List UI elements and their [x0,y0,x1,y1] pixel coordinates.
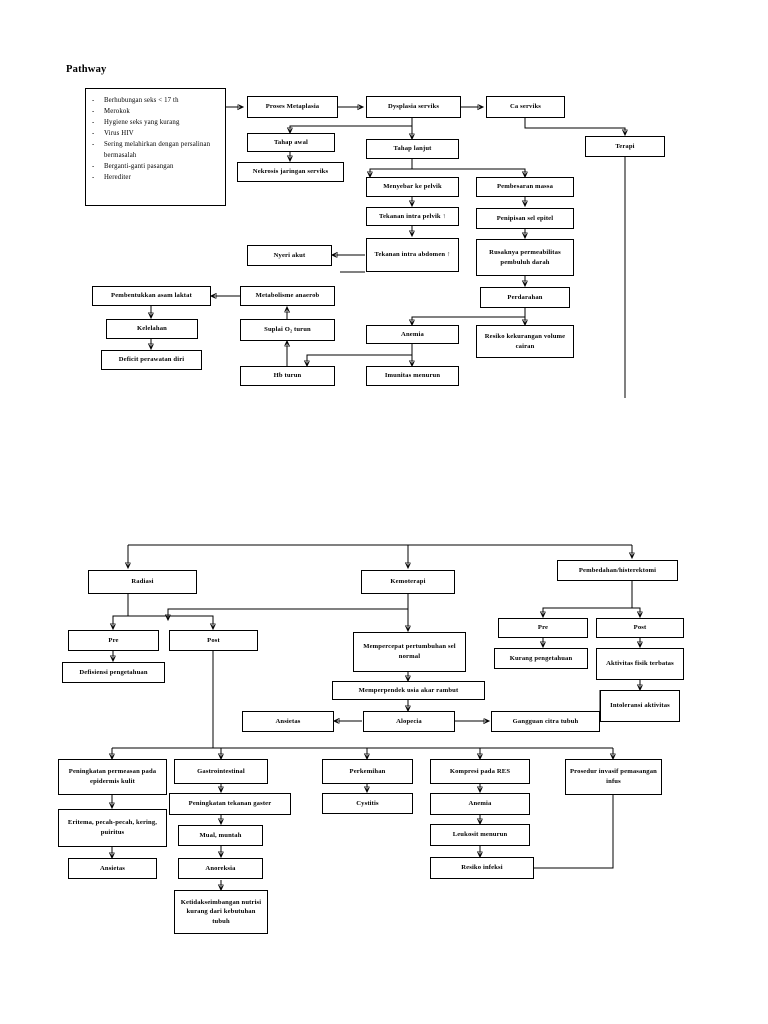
node-alopecia: Alopecia [363,711,455,732]
node-perdarahan: Perdarahan [480,287,570,308]
node-leukosit-menurun: Leukosit menurun [430,824,530,846]
page-title: Pathway [66,64,107,75]
node-defisiensi-pengetahuan: Defisiensi pengetahuan [62,662,165,683]
node-aktivitas-fisik-terbatas: Aktivitas fisik terbatas [596,648,684,680]
node-bedah-pre: Pre [498,618,588,638]
node-tekanan-intra-abdomen: Tekanan intra abdomen ↑ [366,238,459,272]
node-suplai-o2-turun: Suplai O₂ turun [240,319,335,341]
node-pembedahan-histerektomi: Pembedahan/histerektomi [557,560,678,581]
node-kompresi-pada-res: Kompresi pada RES [430,759,530,784]
node-eritema: Eritema, pecah-pecah, kering, puiritus [58,809,167,847]
node-dysplasia-serviks: Dysplasia serviks [366,96,461,118]
node-peningkatan-permeasan-epidermis: Peningkatan permeasan pada epidermis kul… [58,759,167,795]
node-gangguan-citra-tubuh: Gangguan citra tubuh [491,711,600,732]
list-item: -Virus HIV [92,130,134,137]
node-tahap-lanjut: Tahap lanjut [366,139,459,159]
node-pembesaran-massa: Pembesaran massa [476,177,574,197]
node-kurang-pengetahuan: Kurang pengetahuan [494,648,588,669]
node-proses-metaplasia: Proses Metaplasia [247,96,338,118]
node-resiko-infeksi: Resiko infeksi [430,857,534,879]
node-ansietas-kulit: Ansietas [68,858,157,879]
node-radiasi: Radiasi [88,570,197,594]
list-item: -Hygiene seks yang kurang [92,119,180,126]
node-memperpendek-usia-akar-rambut: Memperpendek usia akar rambut [332,681,485,700]
node-deficit-perawatan-diri: Deficit perawatan diri [101,350,202,370]
node-kemoterapi: Kemoterapi [361,570,455,594]
list-item: -Berganti-ganti pasangan [92,163,174,170]
node-kelelahan: Kelelahan [106,319,198,339]
node-prosedur-invasif: Prosedur invasif pemasangan infus [565,759,662,795]
node-mempercepat-pertumbuhan-sel-normal: Mempercepat pertumbuhan sel normal [353,632,466,672]
node-nekrosis-jaringan-serviks: Nekrosis jaringan serviks [237,162,344,182]
risk-factors-box: -Berhubungan seks < 17 th -Merokok -Hygi… [85,88,226,206]
node-intoleransi-aktivitas: Intoleransi aktivitas [600,690,680,722]
node-terapi: Terapi [585,136,665,157]
node-peningkatan-tekanan-gaster: Peningkatan tekanan gaster [169,793,291,815]
node-tekanan-intra-pelvik: Tekanan intra pelvik ↑ [366,207,459,226]
node-metabolisme-anaerob: Metabolisme anaerob [240,286,335,306]
node-ca-serviks: Ca serviks [486,96,565,118]
node-perkemihan: Perkemihan [322,759,413,784]
node-mual-muntah: Mual, muntah [178,825,263,846]
node-gastrointestinal: Gastrointestinal [174,759,268,784]
node-cystitis: Cystitis [322,793,413,814]
node-nyeri-akut: Nyeri akut [247,245,332,266]
list-item: -Herediter [92,174,132,181]
node-imunitas-menurun: Imunitas menurun [366,366,459,386]
node-bedah-post: Post [596,618,684,638]
node-anemia-res: Anemia [430,793,530,815]
risk-factors-list: -Berhubungan seks < 17 th -Merokok -Hygi… [92,95,221,183]
list-item: -Sering melahirkan dengan persalinan ber… [92,141,211,159]
node-ketidakseimbangan-nutrisi: Ketidakseimbangan nutrisi kurang dari ke… [174,890,268,934]
node-ansietas-alopecia: Ansietas [242,711,334,732]
node-menyebar-ke-pelvik: Menyebar ke pelvik [366,177,459,197]
node-resiko-kekurangan-volume-cairan: Resiko kekurangan volume cairan [476,325,574,358]
list-item: -Merokok [92,108,130,115]
node-radiasi-post: Post [169,630,258,651]
node-tahap-awal: Tahap awal [247,133,335,152]
node-rusaknya-permeabilitas: Rusaknya permeabilitas pembuluh darah [476,239,574,276]
list-item: -Berhubungan seks < 17 th [92,97,179,104]
node-radiasi-pre: Pre [68,630,159,651]
node-penipisan-sel-epitel: Penipisan sel epitel [476,208,574,229]
node-anoreksia: Anoreksia [178,858,263,879]
node-anemia: Anemia [366,325,459,344]
node-hb-turun: Hb turun [240,366,335,386]
node-pembentukkan-asam-laktat: Pembentukkan asam laktat [92,286,211,306]
